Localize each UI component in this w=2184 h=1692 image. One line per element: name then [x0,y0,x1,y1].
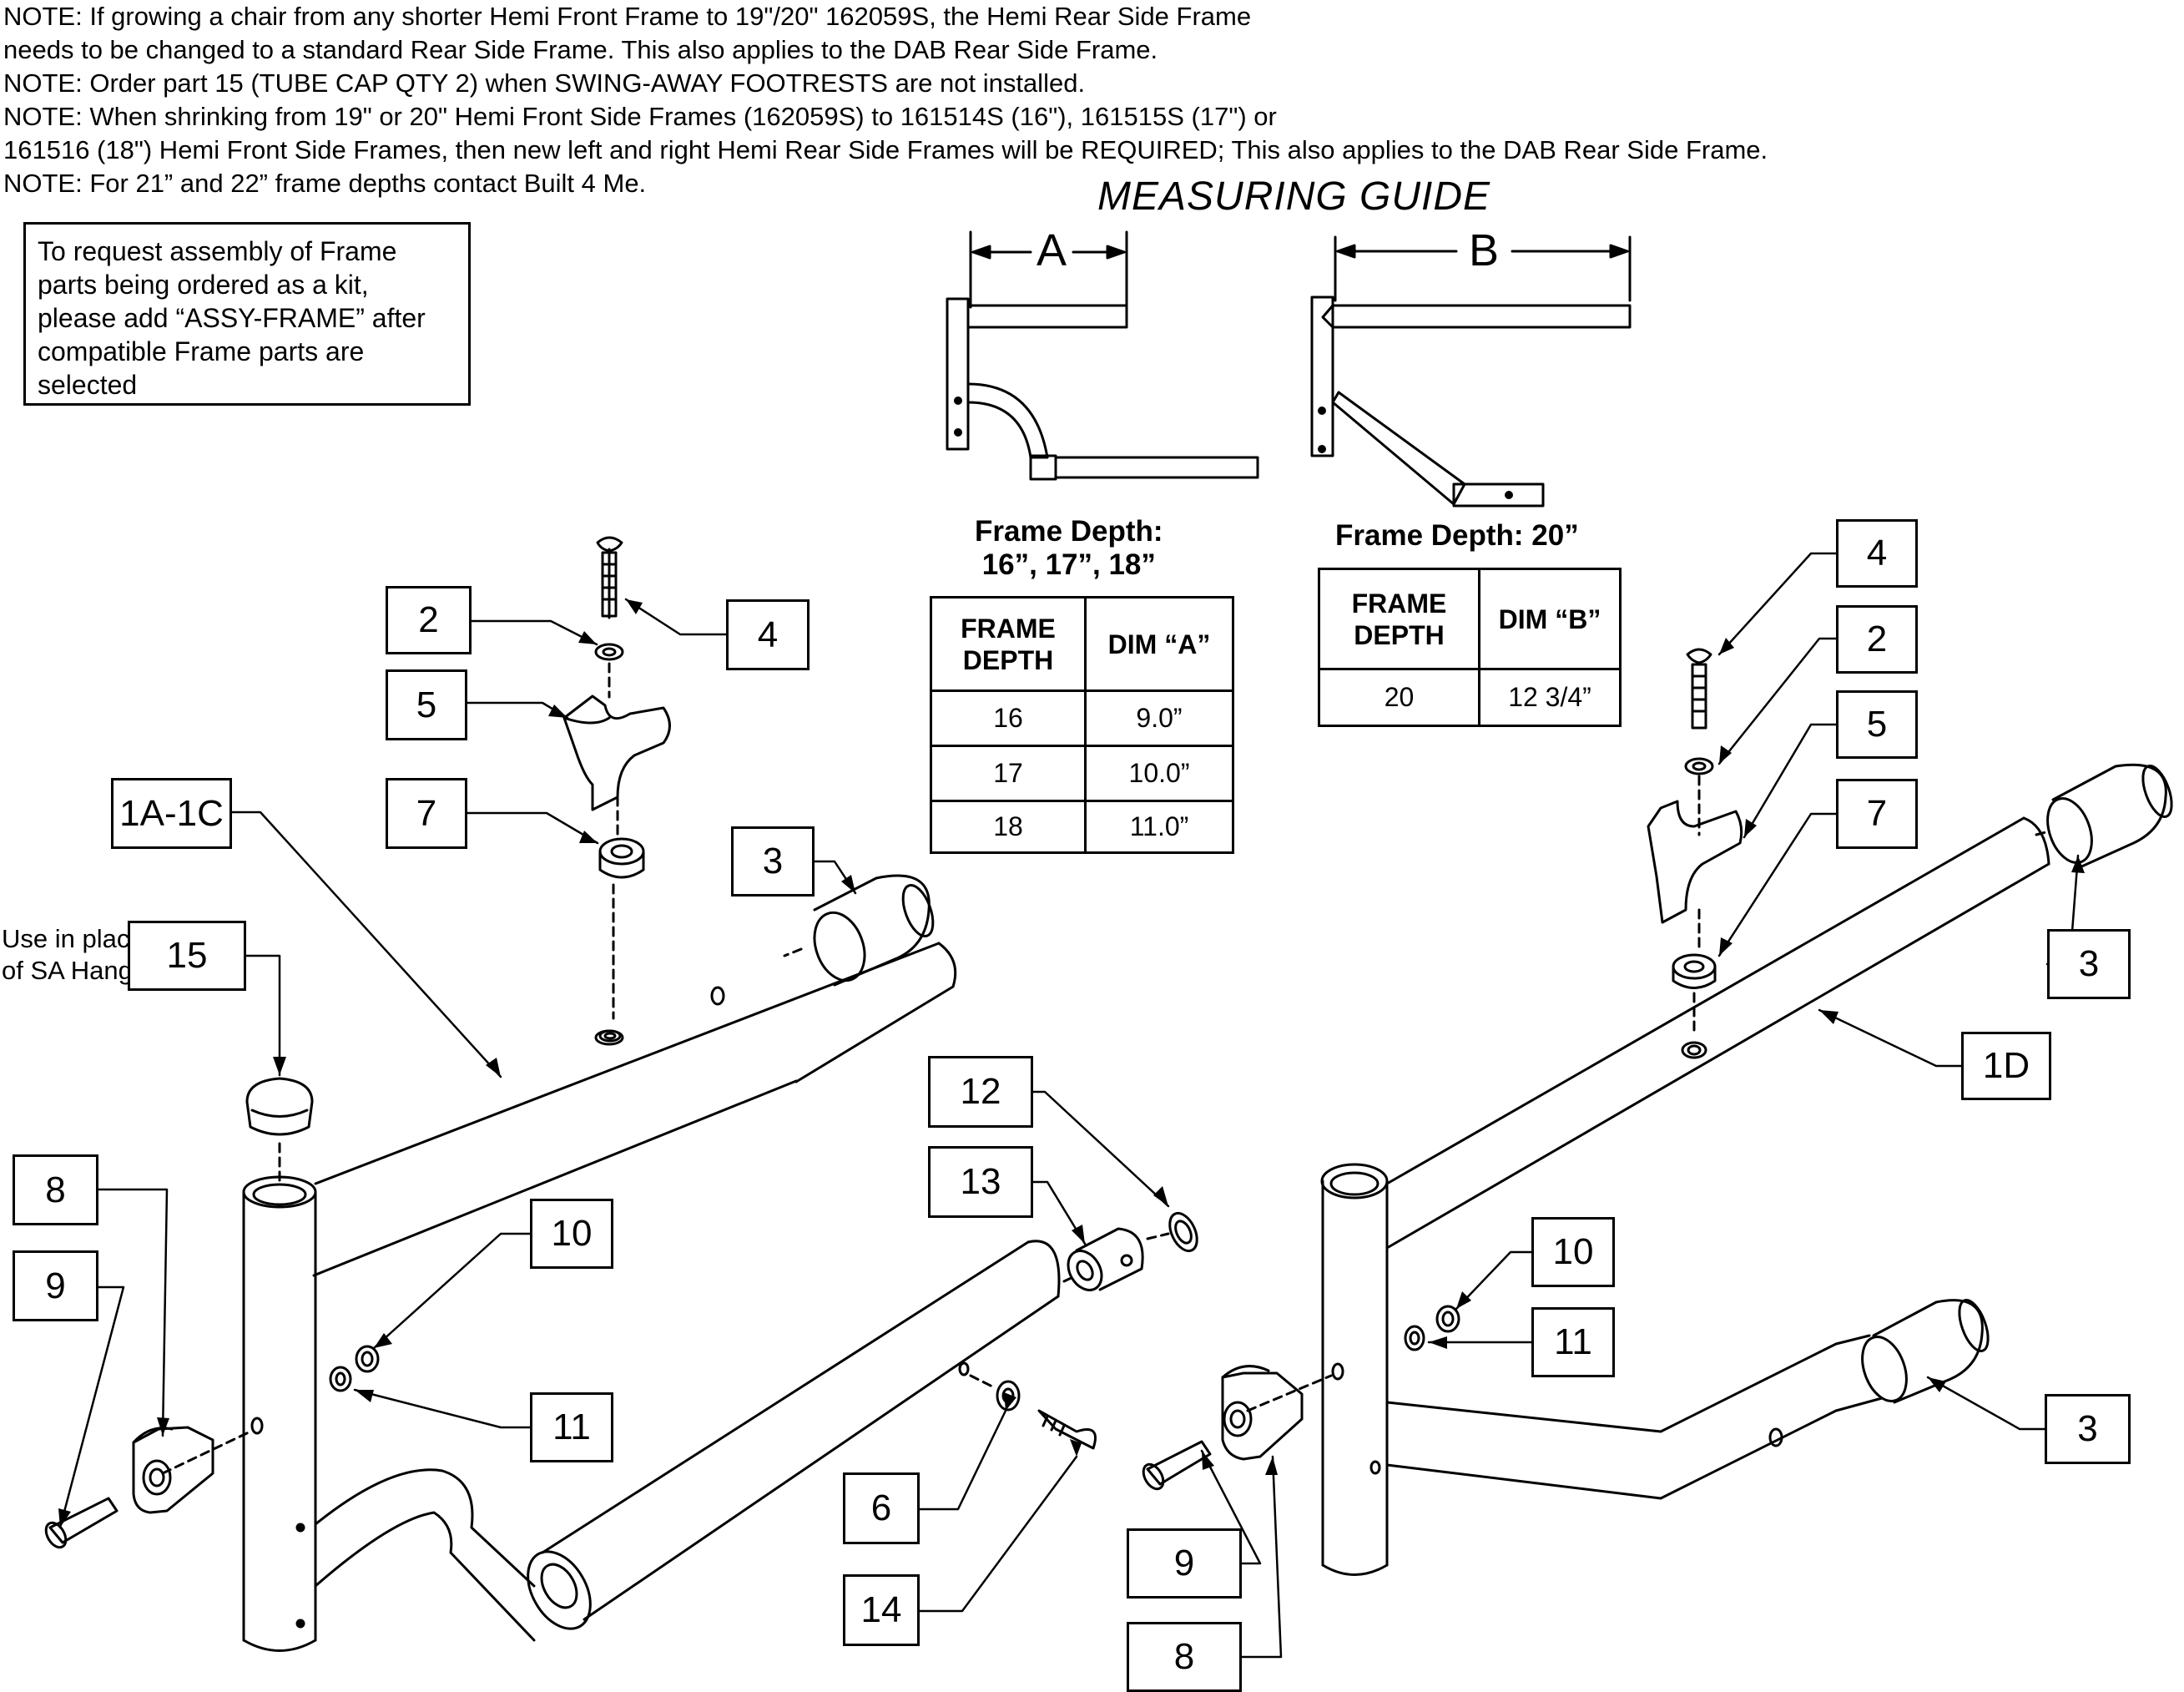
callout-part-4: 4 [726,599,810,670]
right-rear-side-frame-drawing [1320,816,2050,1576]
left-hanger-and-screw-drawing [44,1417,264,1549]
dim-b-letter: B [1469,225,1499,275]
dim-b-table-cell: 20 [1318,668,1480,727]
callout-part-6: 6 [843,1472,920,1544]
callout-part-4: 4 [1836,519,1918,588]
callout-part-13: 13 [928,1146,1033,1218]
left-tube-cap-drawing [245,1077,314,1183]
assembly-line: selected [38,370,138,400]
right-upper-end-cap-drawing [2035,763,2173,870]
note-line: 161516 (18") Hemi Front Side Frames, the… [3,135,1768,164]
header-depth-line2: DEPTH [962,644,1054,675]
leader-arrowheads [58,599,2085,1528]
callout-part-9: 9 [1127,1528,1242,1599]
measuring-guide-b-drawing [1310,235,1632,508]
callout-part-1d: 1D [1961,1032,2051,1100]
dim-a-table-header-dim: DIM “A” [1084,596,1234,692]
callout-part-15: 15 [128,921,246,991]
right-lower-end-cap-drawing [1861,1299,1990,1404]
dim-a-table-cell: 9.0” [1084,689,1234,747]
notes-block: NOTE: If growing a chair from any shorte… [3,0,2006,200]
dim-b-table-header-dim: DIM “B” [1478,568,1622,670]
callout-part-11: 11 [530,1392,613,1462]
dim-a-table-cell: 11.0” [1084,800,1234,854]
assembly-line: To request assembly of Frame [38,236,397,266]
callout-part-1a-1c: 1A-1C [111,778,232,849]
table-a-caption: Frame Depth: 16”, 17”, 18” [975,515,1163,582]
note-line: needs to be changed to a standard Rear S… [3,35,1158,64]
header-depth-line1: FRAME [1351,588,1447,619]
dim-a-table-cell: 16 [930,689,1087,747]
table-b-caption: Frame Depth: 20” [1335,519,1579,552]
callout-part-3: 3 [2045,1394,2131,1464]
note-line: NOTE: If growing a chair from any shorte… [3,2,1252,31]
callout-part-10: 10 [1531,1217,1615,1287]
dim-b-table: FRAME DEPTH DIM “B” 20 12 3/4” [1318,568,1622,727]
measuring-guide-title: MEASURING GUIDE [1097,174,1491,219]
assembly-line: parts being ordered as a kit, [38,270,369,300]
left-rear-side-frame-drawing [242,942,957,1652]
dim-b-table-cell: 12 3/4” [1478,668,1622,727]
dim-a-table: FRAME DEPTH DIM “A” 16 9.0” 17 10.0” 18 … [930,596,1234,854]
assembly-request-box: To request assembly of Frame parts being… [23,222,471,406]
callout-part-3: 3 [2047,929,2131,999]
note-line: NOTE: When shrinking from 19" or 20" Hem… [3,102,1277,131]
callout-part-9: 9 [13,1250,98,1321]
measuring-guide-a-drawing [946,230,1259,481]
note-line: NOTE: Order part 15 (TUBE CAP QTY 2) whe… [3,68,1086,98]
note-line: NOTE: For 21” and 22” frame depths conta… [3,169,647,198]
dim-a-table-cell: 18 [930,800,1087,854]
right-hardware-stack-drawing [1647,648,1743,1037]
callout-part-5: 5 [1836,690,1918,759]
callout-part-7: 7 [386,778,467,849]
callout-part-12: 12 [928,1056,1033,1128]
right-hanger-and-screw-drawing [1142,1362,1344,1491]
callout-part-8: 8 [1127,1622,1242,1692]
assembly-line: please add “ASSY-FRAME” after [38,303,426,333]
dim-a-letter: A [1037,225,1067,275]
right-nut-washer-drawing [1404,1305,1460,1351]
table-a-caption-line2: 16”, 17”, 18” [981,548,1156,581]
header-depth-line1: FRAME [961,613,1056,644]
dim-a-table-cell: 10.0” [1084,745,1234,802]
dim-a-table-header-depth: FRAME DEPTH [930,596,1087,692]
left-nut-washer-drawing [329,1345,380,1392]
callout-part-10: 10 [530,1199,613,1269]
assembly-line: compatible Frame parts are [38,336,365,366]
table-a-caption-line1: Frame Depth: [975,515,1163,548]
left-end-cap-drawing [783,874,935,987]
callout-part-14: 14 [843,1574,920,1646]
left-hardware-stack-drawing [562,536,671,1046]
callout-part-2: 2 [1836,605,1918,674]
use-in-place-line1: Use in place [2,924,144,953]
header-depth-line2: DEPTH [1354,619,1445,650]
callout-part-8: 8 [13,1154,98,1225]
middle-front-frame-drawing [527,1211,1198,1630]
dim-a-table-cell: 17 [930,745,1087,802]
leader-lines [58,552,2080,1659]
dim-b-table-header-depth: FRAME DEPTH [1318,568,1480,670]
callout-part-5: 5 [386,669,467,740]
callout-part-7: 7 [1836,779,1918,849]
callout-part-11: 11 [1531,1307,1615,1377]
callout-part-2: 2 [386,586,472,654]
callout-part-3: 3 [731,826,815,897]
